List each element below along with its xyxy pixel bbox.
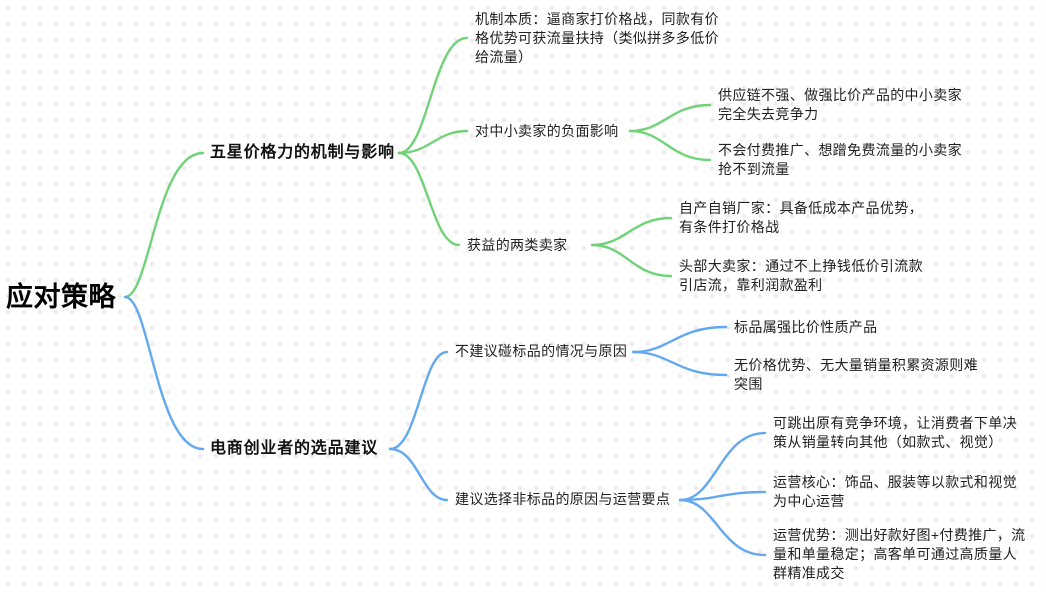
node-branch-1-child-3[interactable]: 获益的两类卖家: [467, 237, 568, 253]
edge-child4-leaf1: [631, 325, 728, 354]
node-branch-2[interactable]: 电商创业者的选品建议: [210, 440, 379, 457]
edge-child2-leaf1: [628, 103, 712, 133]
node-branch-1[interactable]: 五星价格力的机制与影响: [210, 144, 395, 161]
edge-branch1-child1: [397, 36, 469, 155]
edge-child2-leaf2: [628, 129, 712, 162]
node-branch-1-child-3-leaf-1[interactable]: 自产自销厂家：具备低成本产品优势，有条件打价格战: [679, 200, 923, 235]
edge-root-branch1: [123, 151, 205, 299]
edge-child5-leaf1: [678, 431, 767, 502]
edge-branch2-child1: [388, 350, 449, 451]
edge-root-branch2: [123, 295, 205, 451]
edge-child5-leaf3: [678, 498, 767, 557]
node-branch-1-child-1[interactable]: 机制本质：逼商家打价格战，同款有价格优势可获流量扶持（类似拼多多低价给流量）: [475, 11, 719, 65]
node-branch-2-child-2-leaf-1[interactable]: 可跳出原有竞争环境，让消费者下单决策从销量转向其他（如款式、视觉）: [773, 415, 1017, 450]
node-branch-1-child-2[interactable]: 对中小卖家的负面影响: [475, 123, 619, 139]
node-branch-2-child-2-leaf-2[interactable]: 运营核心：饰品、服装等以款式和视觉为中心运营: [773, 474, 1017, 509]
node-branch-1-child-2-leaf-2[interactable]: 不会付费推广、想蹭免费流量的小卖家抢不到流量: [718, 142, 962, 177]
node-branch-1-child-3-leaf-2[interactable]: 头部大卖家：通过不上挣钱低价引流款引店流，靠利润款盈利: [679, 258, 923, 293]
node-branch-2-child-1-leaf-1[interactable]: 标品属强比价性质产品: [734, 319, 878, 335]
edge-branch2-child2: [388, 447, 449, 502]
edge-child5-leaf2: [678, 490, 767, 502]
node-branch-2-child-1[interactable]: 不建议碰标品的情况与原因: [455, 343, 628, 359]
node-branch-2-child-2-leaf-3[interactable]: 运营优势：测出好款好图+付费推广，流量和单量稳定；高客单可通过高质量人群精准成交: [773, 527, 1026, 581]
edge-child4-leaf2: [631, 350, 728, 377]
connector-lines: [123, 36, 767, 557]
edge-child3-leaf1: [590, 216, 673, 247]
edge-child3-leaf2: [590, 243, 673, 278]
node-branch-2-child-1-leaf-2[interactable]: 无价格优势、无大量销量积累资源则难突围: [734, 357, 978, 392]
node-branch-2-child-2[interactable]: 建议选择非标品的原因与运营要点: [455, 491, 671, 507]
node-branch-1-child-2-leaf-1[interactable]: 供应链不强、做强比价产品的中小卖家完全失去竞争力: [718, 87, 962, 122]
node-root[interactable]: 应对策略: [6, 282, 116, 312]
edge-branch1-child2: [397, 129, 469, 155]
edge-branch1-child3: [397, 151, 461, 247]
